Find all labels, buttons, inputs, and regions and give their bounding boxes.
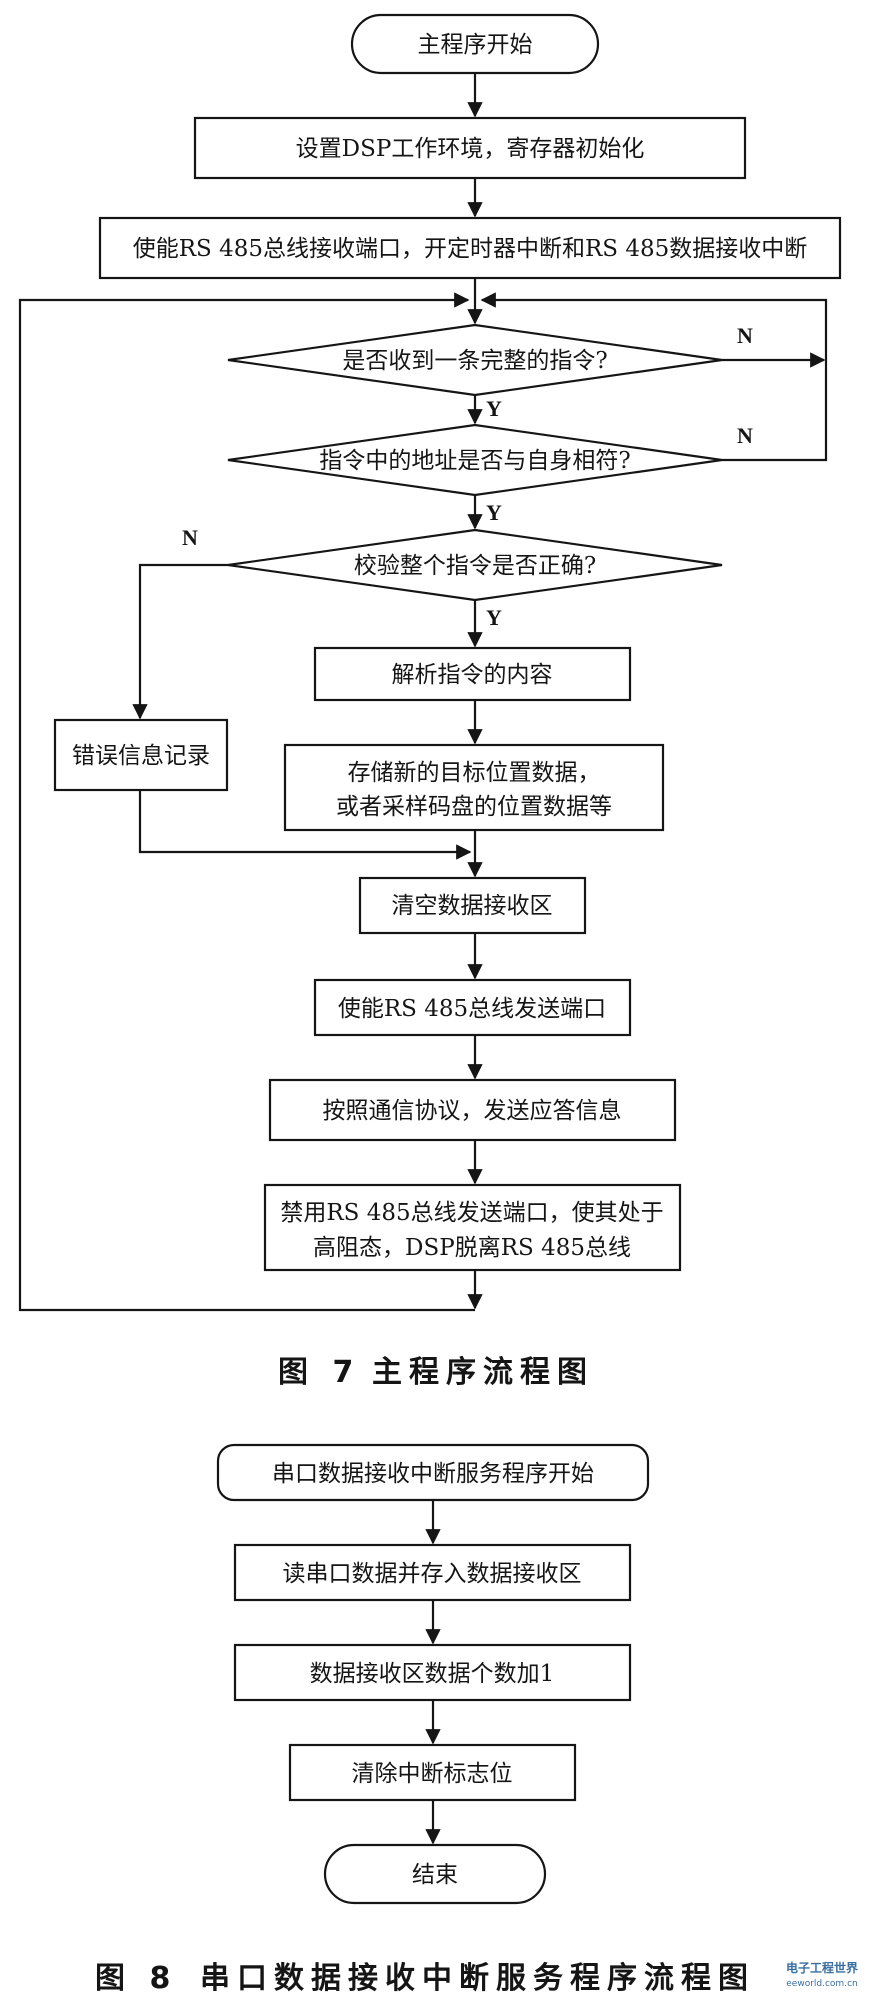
store-process-label-line2: 或者采样码盘的位置数据等 [336,794,612,820]
error-log-process-label: 错误信息记录 [72,743,210,769]
disable-tx-process-box [263,1183,682,1272]
yes-label: Y [486,396,502,421]
error-merge-arrow [138,790,472,860]
figure-8-caption-number: 图 8 [95,1961,177,1996]
figure-7-caption-number: 图 7 [278,1355,360,1390]
decision-checksum-diamond [227,528,723,602]
clear-buffer-process-box [358,876,587,935]
increment-count-process-label: 数据接收区数据个数加1 [310,1661,555,1687]
decision-complete-label: 是否收到一条完整的指令? [342,348,607,374]
send-reply-process-label: 按照通信协议，发送应答信息 [323,1098,622,1124]
decision-address-label: 指令中的地址是否与自身相符? [319,448,630,474]
figure-7-caption-title: 主程序流程图 [372,1355,594,1390]
init-process-box [193,116,747,180]
decision-checksum-label: 校验整个指令是否正确? [354,553,596,579]
yes-label: Y [486,605,502,630]
enable-tx-process-box [313,978,632,1037]
enable-rx-process-box [98,216,842,280]
send-reply-process-box [268,1078,677,1142]
no-label: N [182,525,198,550]
figure-7-main-program-flowchart: 主程序开始 设置DSP工作环境，寄存器初始化 使能RS 485总线接收端口，开定… [18,13,842,1390]
store-process-label-line1: 存储新的目标位置数据， [348,760,601,786]
watermark-site: eeworld.com.cn [786,1979,857,1989]
figure-8-caption-title: 串口数据接收中断服务程序流程图 [200,1961,755,1996]
watermark-logo: 电子工程世界 eeworld.com.cn [786,1960,858,1989]
clear-buffer-process-label: 清空数据接收区 [392,893,553,919]
parse-process-box [313,646,632,702]
enable-tx-process-label: 使能RS 485总线发送端口 [338,996,606,1022]
parse-process-label: 解析指令的内容 [392,662,553,688]
figure-8-serial-interrupt-flowchart: 串口数据接收中断服务程序开始 读串口数据并存入数据接收区 数据接收区数据个数加1… [95,1443,755,1996]
clear-flag-process-label: 清除中断标志位 [352,1761,513,1787]
decision-address-diamond [227,423,723,497]
no-branch-return-line [480,292,828,462]
no-branch-arrow [132,563,228,720]
disable-tx-process-label-line2: 高阻态，DSP脱离RS 485总线 [313,1235,631,1261]
yes-label: Y [486,500,502,525]
no-label: N [737,423,753,448]
enable-rx-process-label: 使能RS 485总线接收端口，开定时器中断和RS 485数据接收中断 [133,236,808,262]
end-terminal [323,1843,547,1905]
main-loop-return-line [18,292,475,1312]
disable-tx-process-label-line1: 禁用RS 485总线发送端口，使其处于 [280,1200,663,1226]
start-label: 主程序开始 [418,32,533,58]
no-label: N [737,323,753,348]
init-process-label: 设置DSP工作环境，寄存器初始化 [296,136,645,162]
watermark-name: 电子工程世界 [786,1960,858,1975]
read-serial-process-label: 读串口数据并存入数据接收区 [283,1561,582,1587]
end-label: 结束 [412,1862,458,1888]
isr-start-label: 串口数据接收中断服务程序开始 [272,1461,594,1487]
